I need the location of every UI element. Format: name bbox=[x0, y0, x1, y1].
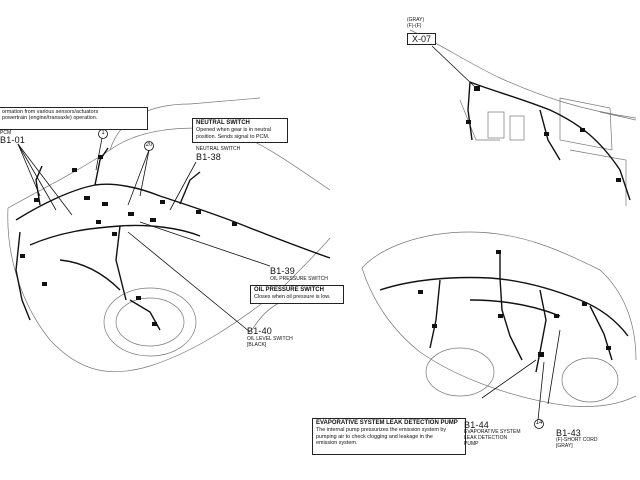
callout-1: 1 bbox=[101, 130, 105, 136]
pcm-description-box: ormation from various sensors/actuators … bbox=[0, 107, 148, 130]
callout-20-leader-b bbox=[127, 149, 150, 206]
neutral-leader bbox=[169, 161, 197, 211]
x07-leader bbox=[431, 45, 475, 87]
pedal-brake bbox=[487, 111, 505, 139]
oil-pressure-leader bbox=[139, 221, 271, 267]
rear-rear-wheel bbox=[561, 357, 619, 403]
b143-code: B1-43 bbox=[556, 428, 582, 438]
rear-front-wheel bbox=[425, 347, 495, 397]
dash-left-branch bbox=[467, 81, 473, 141]
pcm-leader-c bbox=[17, 143, 73, 216]
front-right-branch bbox=[179, 171, 201, 205]
oil-level-code: B1-40 bbox=[247, 326, 273, 336]
rear-main-harness bbox=[379, 276, 629, 337]
pcm-description-line2: powertrain (engine/transaxle) operation. bbox=[2, 115, 98, 122]
oil-level-label-group: B1-40 OIL LEVEL SWITCH [BLACK] bbox=[247, 326, 293, 348]
b143-line1: (F)-SHORT CORD bbox=[556, 437, 598, 443]
b144-code: B1-44 bbox=[464, 420, 490, 430]
front-main-harness bbox=[15, 183, 331, 259]
callout-20-circle bbox=[144, 141, 154, 151]
dash-center-branch bbox=[539, 109, 561, 161]
console-outline bbox=[459, 99, 500, 141]
neutral-switch-label-group: NEUTRAL SWITCH B1-38 bbox=[196, 146, 240, 162]
front-left-branch bbox=[15, 231, 31, 321]
evap-pump-box-line3: emission system. bbox=[316, 440, 358, 447]
pcm-code: B1-01 bbox=[0, 135, 26, 145]
pcm-leader-b bbox=[17, 143, 57, 211]
neutral-switch-box-title: NEUTRAL SWITCH bbox=[196, 120, 250, 126]
neutral-switch-box: NEUTRAL SWITCH Opened when gear is in ne… bbox=[192, 118, 288, 143]
front-wheel bbox=[115, 297, 185, 347]
oil-pressure-label-group: B1-39 OIL PRESSURE SWITCH bbox=[270, 266, 328, 282]
pcm-description-line1: ormation from various sensors/actuators bbox=[2, 109, 99, 115]
callout-20: 20 bbox=[145, 142, 153, 148]
car-front-bumper-outline bbox=[7, 207, 151, 372]
b144-label-group: B1-44 EVAPORATIVE SYSTEM LEAK DETECTION … bbox=[464, 420, 521, 447]
neutral-switch-code: B1-38 bbox=[196, 152, 222, 162]
oil-level-leader bbox=[127, 231, 251, 333]
neutral-switch-label: NEUTRAL SWITCH bbox=[196, 146, 241, 152]
callout-14: 14 bbox=[535, 420, 543, 426]
oil-pressure-box-line1: Closes when oil pressure is low. bbox=[254, 294, 331, 301]
pcm-leader-a bbox=[17, 143, 41, 197]
oil-level-color: [BLACK] bbox=[247, 342, 267, 348]
car-rear-side-outline bbox=[419, 351, 637, 407]
car-rear-front-outline bbox=[361, 267, 421, 353]
b144-leader bbox=[481, 359, 537, 399]
dash-harness bbox=[469, 81, 631, 201]
b143-line2: [GRAY] bbox=[556, 442, 573, 449]
front-pcm-branch bbox=[35, 165, 43, 206]
evap-pump-box-line1: The internal pump pressurizes the emissi… bbox=[316, 427, 447, 434]
car-front-roof-outline bbox=[189, 97, 261, 105]
rear-tail-branch bbox=[589, 305, 613, 361]
pcm-label-group: PCM B1-01 bbox=[0, 130, 25, 145]
rear-evap-branch bbox=[535, 289, 547, 373]
b144-line2: LEAK DETECTION bbox=[464, 434, 508, 441]
front-wheel-arch bbox=[103, 287, 197, 357]
b143-leader bbox=[547, 329, 561, 405]
footwell-outline bbox=[569, 149, 627, 206]
b144-line1: EVAPORATIVE SYSTEM bbox=[464, 429, 521, 435]
x07-color: (GRAY) bbox=[407, 17, 425, 23]
x07-label-group: (GRAY) (F)-(F) X-07 bbox=[407, 17, 437, 47]
evap-pump-box-title: EVAPORATIVE SYSTEM LEAK DETECTION PUMP bbox=[316, 420, 458, 426]
oil-pressure-code: B1-39 bbox=[270, 266, 296, 276]
car-rear-tail-outline bbox=[599, 269, 637, 361]
b143-label-group: B1-43 (F)-SHORT CORD [GRAY] bbox=[556, 428, 597, 450]
x07-code: X-07 bbox=[407, 33, 437, 45]
rear-left-branch bbox=[429, 279, 441, 349]
evap-pump-box-line2: pumping air to check clogging and leakag… bbox=[316, 433, 433, 440]
rear-center-branch bbox=[499, 277, 523, 361]
callout-20-leader-a bbox=[139, 149, 150, 197]
oil-pressure-label: OIL PRESSURE SWITCH bbox=[270, 276, 328, 282]
car-rear-roof-outline bbox=[361, 231, 601, 271]
car-front-hood-outline bbox=[7, 127, 331, 209]
glovebox-outline bbox=[559, 97, 613, 151]
evap-pump-box: EVAPORATIVE SYSTEM LEAK DETECTION PUMP T… bbox=[312, 418, 466, 455]
oil-level-label: OIL LEVEL SWITCH bbox=[247, 336, 293, 342]
front-center-branch bbox=[115, 225, 127, 301]
oil-pressure-box-title: OIL PRESSURE SWITCH bbox=[254, 287, 324, 293]
neutral-switch-box-line1: Opened when gear is in neutral bbox=[196, 127, 271, 134]
dashboard-outline bbox=[409, 29, 637, 119]
rear-cross-harness bbox=[469, 299, 561, 317]
pcm-label: PCM bbox=[0, 130, 12, 136]
front-bumper-branch bbox=[59, 259, 121, 291]
callout-14-circle bbox=[534, 419, 544, 429]
callout-14-leader bbox=[537, 361, 545, 421]
b144-line3: PUMP bbox=[464, 440, 479, 447]
front-upper-branch bbox=[94, 147, 109, 186]
callout-1-leader bbox=[95, 137, 103, 171]
neutral-switch-box-line2: position. Sends signal to PCM. bbox=[196, 133, 270, 140]
oil-pressure-box: OIL PRESSURE SWITCH Closes when oil pres… bbox=[250, 285, 344, 304]
x07-type: (F)-(F) bbox=[407, 23, 422, 29]
pedal-accelerator bbox=[509, 115, 525, 141]
